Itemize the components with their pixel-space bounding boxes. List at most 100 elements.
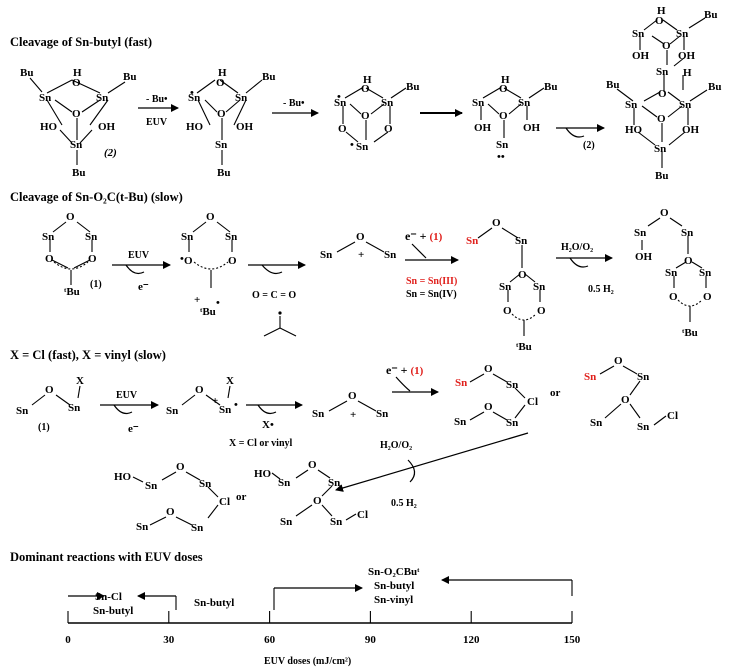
atom-o: O: [72, 77, 81, 89]
curved-arrow: [395, 376, 411, 392]
atom-ho: HO: [254, 468, 272, 480]
atom-bu: Bu: [544, 81, 557, 93]
plus: +: [350, 409, 356, 421]
atom-sn-iii: Sn: [455, 377, 467, 389]
section-title-dose: Dominant reactions with EUV doses: [10, 550, 203, 564]
atom-o: O: [484, 363, 493, 375]
atom-h: H: [683, 67, 692, 79]
atom-o: O: [660, 207, 669, 219]
atom-sn: Sn: [625, 99, 637, 111]
curved-arrow: [257, 404, 277, 415]
curved-arrow: [125, 264, 145, 275]
atom-o: O: [217, 108, 226, 120]
atom-sn: Sn: [334, 97, 346, 109]
atom-sn: Sn: [506, 417, 518, 429]
atom-sn: Sn: [632, 28, 644, 40]
atom-bu: Bu: [217, 167, 230, 179]
tbu-radical: [263, 311, 297, 337]
timeline-tick-label: 0: [65, 634, 71, 646]
label-half-h2: 0.5 H₂: [588, 284, 614, 295]
atom-o: O: [348, 390, 357, 402]
label-or: or: [236, 491, 247, 503]
atom-sn: Sn: [219, 404, 231, 416]
atom-o: O: [206, 211, 215, 223]
atom-o: O: [384, 123, 393, 135]
atom-o: O: [484, 401, 493, 413]
curved-arrow: [261, 264, 283, 275]
atom-oh: OH: [474, 122, 492, 134]
timeline-tick-label: 30: [163, 634, 175, 646]
label-euv: EUV: [116, 390, 138, 401]
atom-sn: Sn: [85, 231, 97, 243]
label-sn-butyl: Sn-butyl: [93, 605, 133, 617]
atom-o: O: [72, 108, 81, 120]
atom-o: O: [662, 40, 671, 52]
label-sn-cl: Sn-Cl: [95, 591, 122, 603]
atom-h: H: [501, 74, 510, 86]
atom-sn: Sn: [188, 92, 200, 104]
label-minus-bu: - Bu•: [146, 94, 168, 105]
atom-o: O: [658, 88, 667, 100]
atom-ho: HO: [114, 471, 132, 483]
atom-o: O: [176, 461, 185, 473]
carboxylate-ring-1: O Sn Sn O O ᵗBu (1): [42, 211, 102, 298]
atom-sn: Sn: [166, 405, 178, 417]
atom-oh: OH: [632, 50, 650, 62]
atom-sn: Sn: [665, 267, 677, 279]
atom-sn-iii: Sn: [466, 235, 478, 247]
atom-oh: OH: [236, 121, 254, 133]
atom-cl: Cl: [219, 496, 230, 508]
atom-h: H: [218, 67, 227, 79]
curved-arrow: [565, 127, 585, 138]
atom-sn: Sn: [225, 231, 237, 243]
chloro-product-a: Sn O Sn Cl Sn O Sn: [454, 363, 538, 429]
legend-sn-iii: Sn = Sn(III): [406, 276, 457, 287]
atom-tbu: ᵗBu: [516, 341, 532, 353]
atom-x: X: [226, 375, 234, 387]
atom-sn: Sn: [16, 405, 28, 417]
atom-sn: Sn: [312, 408, 324, 420]
atom-cl: Cl: [527, 396, 538, 408]
atom-o: O: [499, 83, 508, 95]
atom-sn: Sn: [637, 371, 649, 383]
radical-dot: •: [190, 87, 194, 99]
atom-sn: Sn: [681, 227, 693, 239]
atom-sn: Sn: [499, 281, 511, 293]
atom-bu: Bu: [655, 170, 668, 182]
curved-arrow: [411, 243, 427, 259]
label-x-cl-or-vinyl: X = Cl or vinyl: [229, 438, 293, 449]
label-h2o-o2: H₂O/O₂: [380, 440, 412, 451]
label-compound-2: (2): [583, 140, 595, 151]
atom-sn: Sn: [278, 477, 290, 489]
hydroxylated-product: Sn O Sn OH O Sn Sn O O ᵗBu: [634, 207, 712, 339]
atom-o: O: [356, 231, 365, 243]
atom-cl: Cl: [667, 410, 678, 422]
atom-tbu: ᵗBu: [200, 306, 216, 318]
atom-h: H: [363, 74, 372, 86]
atom-sn: Sn: [376, 408, 388, 420]
compound-label-1: (1): [38, 422, 50, 433]
timeline-tick-label: 150: [564, 634, 581, 646]
atom-o: O: [361, 83, 370, 95]
atom-bu: Bu: [406, 81, 419, 93]
atom-sn: Sn: [515, 235, 527, 247]
atom-x: X: [76, 375, 84, 387]
dose-timeline: Sn-Cl Sn-butyl Sn-butyl Sn-O₂CBuᵗ Sn-but…: [65, 566, 581, 667]
cluster-diradical: H O • Sn Sn Bu O O O • Sn: [334, 74, 419, 153]
sn-oxo-radical: Sn O + Sn: [320, 231, 396, 261]
cluster-stannylene: H O Sn Sn Bu O OH OH Sn ••: [472, 74, 557, 163]
atom-o: O: [655, 15, 664, 27]
atom-oh: OH: [98, 121, 116, 133]
plus: +: [194, 294, 200, 306]
hydroxy-product-b: HO Sn O Sn O Sn Sn Cl: [254, 459, 368, 528]
label-h2o-o2: H₂O/O₂: [561, 242, 593, 253]
label-electron-plus-1: e⁻ + (1): [405, 229, 443, 243]
atom-sn: Sn: [496, 139, 508, 151]
atom-sn: Sn: [235, 92, 247, 104]
atom-sn: Sn: [70, 139, 82, 151]
atom-o: O: [703, 291, 712, 303]
atom-sn: Sn: [136, 521, 148, 533]
compound-1-x: Sn O Sn X (1): [16, 375, 84, 433]
label-sn-o2cbu: Sn-O₂CBuᵗ: [368, 566, 420, 578]
